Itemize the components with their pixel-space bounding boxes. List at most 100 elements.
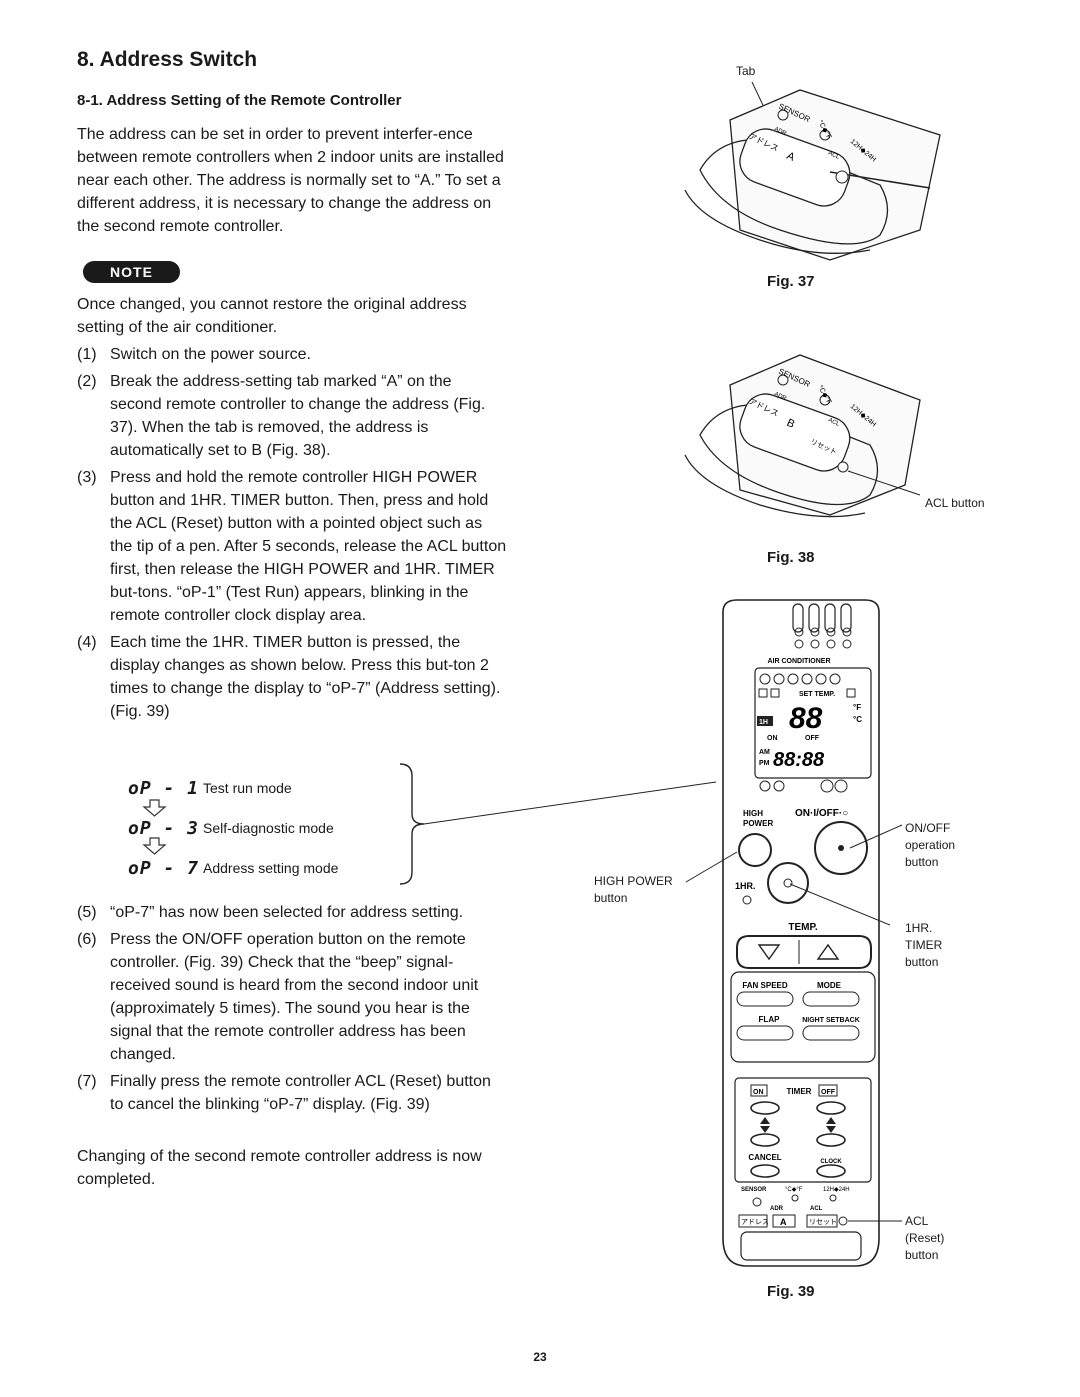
address-jp-label: アドレス	[741, 1218, 769, 1226]
set-temp-label: SET TEMP.	[799, 691, 835, 698]
acl-reset-button[interactable]	[838, 1216, 848, 1226]
hours-label: 12H◆24H	[823, 1187, 850, 1193]
tab-label: Tab	[736, 64, 756, 78]
step-text: Each time the 1HR. TIMER button is press…	[110, 634, 501, 720]
step-number: (7)	[77, 1073, 97, 1090]
temp-up-button[interactable]	[816, 943, 840, 960]
timer-on-down-button[interactable]	[750, 1133, 780, 1147]
mode-bracket	[399, 763, 717, 885]
adr-text: ADR	[773, 391, 788, 402]
temp-rocker	[736, 935, 872, 969]
clock-digits: 88:88	[773, 749, 825, 771]
adr-switch[interactable]	[752, 1197, 762, 1207]
remote-controller: AIR CONDITIONER SET TEMP. 88 °F °C 1H ON…	[722, 599, 880, 1267]
mode-row: oP - 1 Test run mode	[128, 776, 292, 800]
cancel-label: CANCEL	[748, 1153, 781, 1162]
callout-line-1: 1HR.	[905, 921, 933, 935]
callout-line-2: operation	[905, 838, 956, 852]
step-number: (4)	[77, 634, 97, 651]
mode-label: Test run mode	[203, 780, 292, 796]
closing-paragraph: Changing of the second remote controller…	[77, 1148, 482, 1188]
timer-on-arrows-icon	[760, 1117, 770, 1133]
temp-label: TEMP.	[788, 922, 817, 933]
callout-onoff: ON/OFF operation button	[905, 820, 955, 871]
step-number: (6)	[77, 931, 97, 948]
air-conditioner-label: AIR CONDITIONER	[768, 658, 831, 665]
timer-label: TIMER	[787, 1087, 812, 1096]
adr-text: ADR	[773, 126, 788, 137]
callout-line-2: (Reset)	[905, 1231, 945, 1245]
callout-line-3: button	[905, 955, 939, 969]
fig37-caption: Fig. 37	[767, 273, 815, 290]
timer-on-label: ON	[753, 1089, 764, 1096]
timer-button[interactable]	[767, 862, 809, 904]
am-label: AM	[759, 749, 770, 756]
fig39-caption: Fig. 39	[767, 1283, 815, 1300]
high-power-button[interactable]	[738, 833, 772, 867]
acl-label: ACL	[810, 1206, 823, 1212]
fig37-illustration: SENSOR ADR °C◆°F 12H◆24H ACL アドレス A	[684, 81, 941, 261]
clock-button[interactable]	[816, 1164, 846, 1178]
callout-line-1: ON/OFF	[905, 821, 951, 835]
fan-speed-button[interactable]	[736, 991, 794, 1007]
section-title: 8. Address Switch	[77, 48, 258, 71]
steps-list-a: (1)Switch on the power source. (2)Break …	[77, 343, 507, 723]
timer-off-down-button[interactable]	[816, 1133, 846, 1147]
note-badge: NOTE	[83, 261, 180, 283]
fig38-illustration: SENSOR ADR °C◆°F 12H◆24H ACL アドレス B リセット	[684, 354, 921, 518]
unit-f: °F	[853, 703, 861, 712]
subsection-title: 8-1. Address Setting of the Remote Contr…	[77, 92, 402, 109]
high-label: HIGH	[743, 809, 763, 818]
step-item: (4) Each time the 1HR. TIMER button is pr…	[77, 631, 507, 723]
callout-acl: ACL (Reset) button	[905, 1213, 944, 1264]
temp-digits: 88	[789, 702, 823, 735]
address-letter-text: B	[785, 417, 797, 431]
steps-list-b: (5)“oP-7” has now been selected for addr…	[77, 901, 507, 1116]
mode-icons-row	[758, 673, 856, 698]
step-item: (5)“oP-7” has now been selected for addr…	[77, 901, 507, 924]
callout-line-3: button	[905, 1248, 939, 1262]
mode-code: oP - 7	[128, 857, 200, 879]
step-item: (6)Press the ON/OFF operation button on …	[77, 928, 507, 1066]
sensor-dots	[794, 627, 852, 649]
temp-down-button[interactable]	[757, 944, 781, 961]
acl-button-label: ACL button	[925, 496, 985, 510]
step-number: (3)	[77, 469, 97, 486]
flap-label: FLAP	[759, 1015, 781, 1024]
mode-code: oP - 3	[128, 817, 200, 839]
lcd-display	[754, 667, 872, 779]
mode-row: oP - 7 Address setting mode	[128, 856, 338, 880]
timer-off-up-button[interactable]	[816, 1101, 846, 1115]
step-text: Press and hold the remote controller HIG…	[110, 469, 507, 624]
sensor-label: SENSOR	[741, 1187, 767, 1193]
callout-line-3: button	[905, 855, 939, 869]
down-arrow-icon	[142, 837, 167, 855]
timer-on-up-button[interactable]	[750, 1101, 780, 1115]
mode-label: MODE	[817, 981, 842, 990]
top-vents	[792, 603, 852, 633]
fig38-caption: Fig. 38	[767, 549, 815, 566]
night-setback-label: NIGHT SETBACK	[802, 1017, 860, 1024]
step-text: “oP-7” has now been selected for address…	[110, 904, 464, 921]
step-item: (7) Finally press the remote controller A…	[77, 1070, 507, 1116]
step-number: (1)	[77, 346, 97, 363]
flap-button[interactable]	[736, 1025, 794, 1041]
mode-label: Self-diagnostic mode	[203, 820, 334, 836]
clock-icon	[742, 895, 752, 905]
cf-label: °C◆°F	[785, 1187, 803, 1193]
callout-lines	[685, 824, 903, 1222]
battery-cover	[740, 1231, 862, 1261]
night-setback-button[interactable]	[802, 1025, 860, 1041]
mode-button[interactable]	[802, 991, 860, 1007]
cancel-button[interactable]	[750, 1164, 780, 1178]
fan-icons-row	[759, 779, 848, 793]
step-text: Break the address-setting tab marked “A”…	[110, 373, 486, 459]
mode-row: oP - 3 Self-diagnostic mode	[128, 816, 334, 840]
pm-label: PM	[759, 760, 770, 767]
clock-label: CLOCK	[820, 1159, 842, 1165]
callout-timer: 1HR. TIMER button	[905, 920, 942, 971]
fan-speed-label: FAN SPEED	[742, 981, 788, 990]
step-item: (1)Switch on the power source.	[77, 343, 507, 366]
step-text: Finally press the remote controller ACL …	[110, 1073, 491, 1113]
one-h-label: 1H	[759, 719, 768, 726]
